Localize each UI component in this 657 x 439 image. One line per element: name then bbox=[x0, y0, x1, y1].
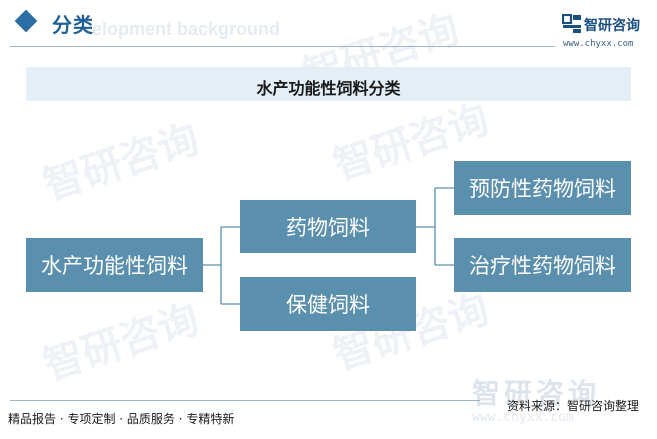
node-root: 水产功能性饲料 bbox=[26, 238, 203, 292]
node-medicated-feed: 药物饲料 bbox=[240, 200, 416, 253]
footer-tagline: 精品报告 · 专项定制 · 品质服务 · 专精特新 bbox=[8, 412, 235, 426]
brand-url: www.chyxx.com bbox=[563, 39, 634, 49]
diagram-title-band: 水产功能性饲料分类 bbox=[26, 67, 631, 101]
watermark-url: www.chyxx.com bbox=[472, 410, 574, 425]
watermark-brand: 智研咨询 bbox=[472, 377, 601, 410]
header-divider bbox=[10, 46, 555, 47]
footer-divider bbox=[10, 400, 480, 401]
node-therapeutic-feed: 治疗性药物饲料 bbox=[454, 238, 631, 292]
node-health-feed-label: 保健饲料 bbox=[286, 293, 370, 317]
node-preventive-feed-label: 预防性药物饲料 bbox=[469, 177, 616, 201]
node-health-feed: 保健饲料 bbox=[240, 277, 416, 331]
node-therapeutic-feed-label: 治疗性药物饲料 bbox=[469, 254, 616, 278]
footer-source: 资料来源：智研咨询整理 bbox=[507, 399, 640, 413]
node-medicated-feed-label: 药物饲料 bbox=[286, 215, 370, 240]
diagram-title: 水产功能性饲料分类 bbox=[256, 79, 401, 98]
brand-name: 智研咨询 bbox=[584, 18, 640, 34]
node-root-label: 水产功能性饲料 bbox=[41, 254, 188, 278]
brand-logo-icon bbox=[562, 14, 581, 33]
node-preventive-feed: 预防性药物饲料 bbox=[454, 161, 631, 215]
header-watermark: elopment background bbox=[92, 19, 281, 39]
page-title: 分类 bbox=[52, 13, 94, 37]
